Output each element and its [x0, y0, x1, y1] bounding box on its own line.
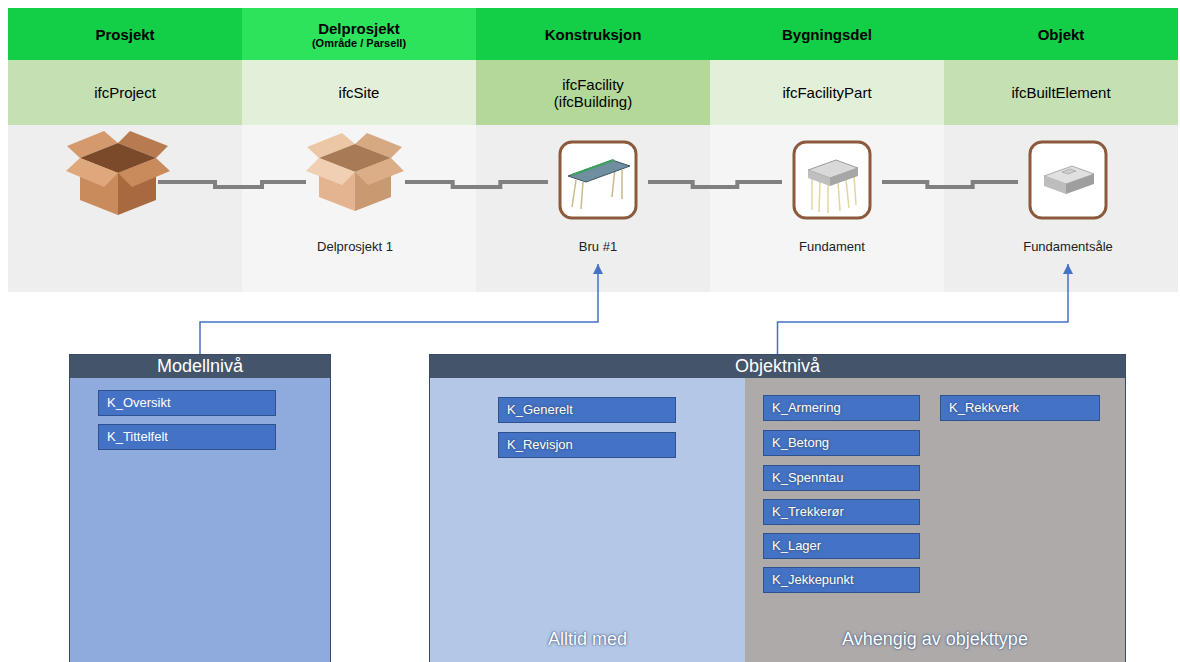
header-text: Bygningsdel [782, 26, 872, 43]
ifc-class-cell: ifcFacility (ifcBuilding) [476, 60, 710, 125]
column-header: Delprosjekt(Område / Parsell) [242, 8, 476, 60]
ifc-class-cell: ifcSite [242, 60, 476, 125]
label-text: K_Generelt [507, 398, 675, 422]
instance-icon: Bru #1 [548, 135, 648, 260]
label-text: K_Trekkerør [772, 500, 919, 524]
label-text: Delprosjekt 1 [305, 239, 405, 254]
level-arrow [778, 264, 1069, 355]
pile [572, 180, 576, 207]
footing [1044, 176, 1066, 194]
chain-line [405, 182, 548, 187]
property-set: K_Tittelfelt [98, 424, 276, 450]
grey-cell [8, 125, 242, 292]
column-header: Objekt [944, 8, 1178, 60]
property-set: K_Lager [763, 533, 920, 559]
foundation-icon [808, 160, 858, 213]
pile [819, 181, 820, 212]
header-text: Objekt [1038, 26, 1085, 43]
pile [581, 182, 583, 209]
ifc-class-cell: ifcProject [8, 60, 242, 125]
property-set: K_Armering [763, 395, 920, 421]
column-header: Bygningsdel [710, 8, 944, 60]
label-text: Fundament [782, 239, 882, 254]
instance-icon: Fundamentsåle [1018, 135, 1118, 260]
box-flap [355, 158, 404, 185]
icon-tile [794, 142, 870, 218]
property-set: K_Revisjon [498, 432, 676, 458]
slab [808, 170, 830, 186]
label-text: K_Jekkepunkt [772, 568, 919, 592]
level-panel: ObjektnivåAlltid med K_GenereltK_Revisjon… [430, 355, 1125, 662]
ifc-class-cell: ifcFacilityPart [710, 60, 944, 125]
property-set: K_Trekkerør [763, 499, 920, 525]
box-flap [118, 158, 170, 187]
label-text: ifcFacility (ifcBuilding) [538, 76, 648, 110]
slab [830, 168, 858, 186]
header-text: (Område / Parsell) [312, 37, 406, 49]
label-text: K_Revisjon [507, 433, 675, 457]
instance-icon: Fundament [782, 135, 882, 260]
level-panel: ModellnivåK_OversiktK_Tittelfelt [70, 355, 330, 662]
icon-tile [1030, 142, 1106, 218]
ifc-class-cell: ifcBuiltElement [944, 60, 1178, 125]
footing-icon [1044, 166, 1094, 194]
header-text: Delprosjekt [318, 20, 400, 37]
property-set: K_Oversikt [98, 390, 276, 416]
grey-cell [476, 125, 710, 292]
pedestal [1062, 169, 1076, 174]
bridge-icon [568, 160, 630, 209]
column-header: Konstruksjon [476, 8, 710, 60]
grey-cell [944, 125, 1178, 292]
label-text: K_Betong [772, 431, 919, 455]
label-text: K_Armering [772, 396, 919, 420]
column-header: Prosjekt [8, 8, 242, 60]
level-arrow [200, 264, 598, 355]
icon-tile [560, 142, 636, 218]
pile [854, 176, 856, 205]
box-flap [306, 158, 355, 185]
box-icon [66, 131, 170, 215]
label-text: K_Oversikt [107, 391, 275, 415]
label-text: Fundamentsåle [1018, 239, 1118, 254]
pile [838, 182, 840, 211]
label-text: Objektnivå [430, 355, 1125, 378]
deck-stripe [572, 160, 614, 175]
chain-line [882, 182, 1018, 187]
label-text: K_Spenntau [772, 466, 919, 490]
instance-icon: Delprosjekt 1 [305, 135, 405, 260]
group-panel: Avhengig av objekttype K_ArmeringK_Betong… [745, 378, 1125, 662]
label-text: K_Tittelfelt [107, 425, 275, 449]
box-flap [66, 158, 118, 187]
pile [811, 178, 813, 210]
pile [827, 184, 829, 213]
property-set: K_Spenntau [763, 465, 920, 491]
label-text: ifcProject [94, 84, 156, 101]
pile [621, 170, 623, 199]
property-set: K_Betong [763, 430, 920, 456]
chain-line [158, 182, 306, 187]
grey-cell [242, 125, 476, 292]
header-text: Prosjekt [95, 26, 154, 43]
label-text: Alltid med [548, 629, 627, 650]
property-set: K_Generelt [498, 397, 676, 423]
label-text: Bru #1 [548, 239, 648, 254]
box-icon [306, 133, 404, 211]
header-text: Konstruksjon [545, 26, 642, 43]
label-text: K_Lager [772, 534, 919, 558]
label-text: Modellnivå [70, 355, 330, 378]
label-text: ifcFacilityPart [782, 84, 871, 101]
label-text: K_Rekkverk [949, 396, 1099, 420]
pile [846, 179, 849, 208]
group-panel: Alltid med K_GenereltK_Revisjon [430, 378, 745, 662]
label-text: ifcSite [339, 84, 380, 101]
label-text: Avhengig av objekttype [842, 629, 1028, 650]
footing [1066, 174, 1094, 194]
label-text: ifcBuiltElement [1011, 84, 1110, 101]
property-set: K_Jekkepunkt [763, 567, 920, 593]
bridge-deck [568, 160, 630, 182]
grey-cell [710, 125, 944, 292]
chain-line [648, 182, 782, 187]
property-set: K_Rekkverk [940, 395, 1100, 421]
